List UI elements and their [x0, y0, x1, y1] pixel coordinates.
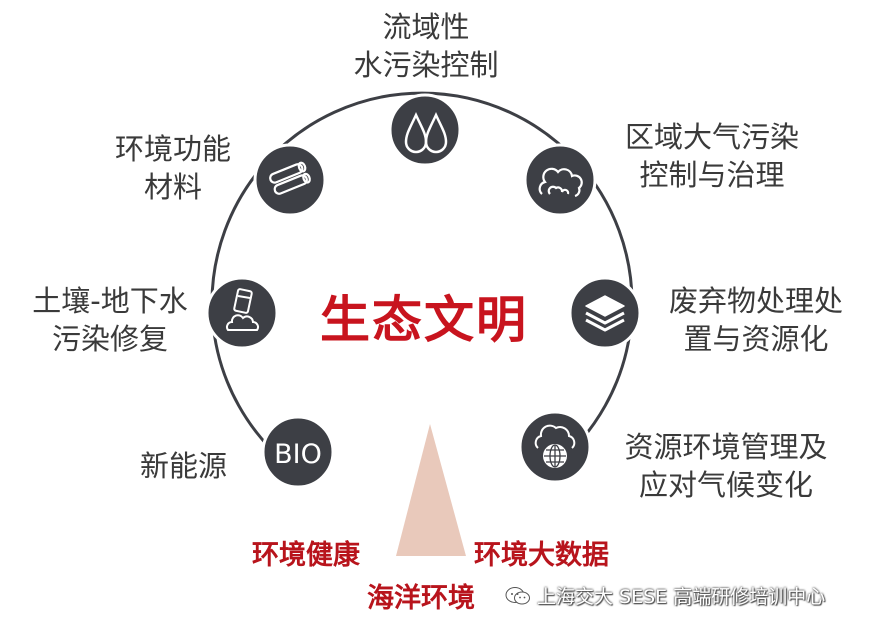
wechat-icon: [505, 587, 530, 605]
center-title: 生态文明: [320, 291, 528, 349]
label-bio-line1: 新能源: [140, 449, 228, 483]
label-air-line1: 区域大气污染: [624, 120, 799, 154]
label-waste-line2: 置与资源化: [683, 322, 829, 356]
label-bio: 新能源: [140, 447, 227, 485]
label-climate: 资源环境管理及 应对气候变化: [608, 428, 844, 504]
label-water: 流域性 水污染控制: [348, 8, 504, 84]
node-soil: [205, 276, 279, 350]
label-climate-line1: 资源环境管理及: [624, 430, 828, 464]
soil-bottle-icon: [226, 288, 259, 331]
watermark: 上海交大 SESE 高端研修培训中心: [505, 582, 825, 609]
node-materials: [253, 143, 327, 217]
label-ocean-environment: 海洋环境: [367, 583, 475, 614]
node-waste: [568, 276, 642, 350]
label-materials-line2: 材料: [143, 170, 202, 204]
label-air: 区域大气污染 控制与治理: [612, 118, 812, 194]
label-waste: 废弃物处理处 置与资源化: [656, 282, 856, 358]
node-air: [523, 143, 597, 217]
node-water: [388, 93, 462, 167]
node-bio: BIO: [261, 415, 335, 489]
label-environmental-health: 环境健康: [252, 540, 360, 571]
material-rolls-icon: [269, 161, 311, 195]
label-environmental-big-data: 环境大数据: [474, 540, 609, 571]
label-materials-line1: 环境功能: [114, 132, 231, 166]
node-climate: [518, 410, 592, 484]
water-drops-icon: [404, 112, 448, 154]
label-soil-line2: 污染修复: [51, 322, 168, 356]
bio-icon: BIO: [274, 439, 322, 470]
label-air-line2: 控制与治理: [639, 158, 785, 192]
label-waste-line1: 废弃物处理处: [668, 284, 843, 318]
label-water-line1: 流域性: [382, 10, 470, 44]
cloud-icon: [538, 167, 583, 198]
triangle-shape: [396, 424, 466, 556]
label-soil: 土壤-地下水 污染修复: [20, 282, 200, 358]
label-soil-line1: 土壤-地下水: [32, 284, 188, 318]
label-materials: 环境功能 材料: [100, 130, 246, 206]
watermark-text: 上海交大 SESE 高端研修培训中心: [537, 586, 826, 608]
label-water-line2: 水污染控制: [353, 48, 499, 82]
globe-cloud-icon: [534, 424, 576, 468]
label-climate-line2: 应对气候变化: [638, 468, 813, 502]
layers-icon: [585, 295, 625, 332]
